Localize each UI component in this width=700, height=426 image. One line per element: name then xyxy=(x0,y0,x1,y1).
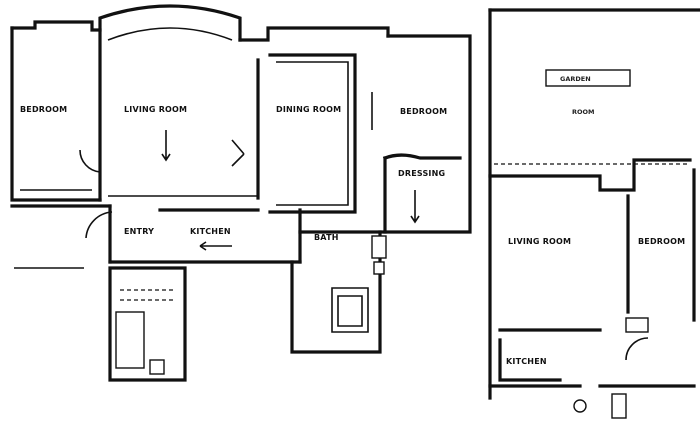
room-label-bath: BATH xyxy=(314,233,339,242)
room-label-dressing: DRESSING xyxy=(398,169,445,178)
apartment-top-wall xyxy=(488,158,692,192)
bath-toilet xyxy=(373,261,385,275)
service-block-wall xyxy=(108,266,187,382)
room-label-kitchen-2: KITCHEN xyxy=(506,357,547,366)
bath-tub-inner xyxy=(337,295,363,327)
living-room-bay-wall xyxy=(98,4,242,202)
room-label-garden-room: ROOM xyxy=(572,108,595,116)
service-sink xyxy=(149,359,165,375)
bath-2-toilet xyxy=(573,399,587,413)
room-label-dining-room: DINING ROOM xyxy=(276,105,341,114)
living-arrow xyxy=(161,130,171,162)
bedroom-2-vanity xyxy=(625,317,649,333)
bath-outer-wall xyxy=(290,230,382,354)
right-bedroom-wall xyxy=(378,34,472,234)
room-label-living-room-2: LIVING ROOM xyxy=(508,237,571,246)
left-bedroom-outer-wall xyxy=(10,26,102,202)
living-room-inner-line xyxy=(107,27,233,41)
bath-2-tub xyxy=(611,393,627,419)
living-door-swing xyxy=(79,149,101,173)
left-floor-plan: BEDROOM LIVING ROOM DINING ROOM BEDROOM … xyxy=(10,4,472,382)
garden-label-box xyxy=(545,69,631,87)
bath-tub xyxy=(331,287,369,333)
room-label-entry: ENTRY xyxy=(124,227,154,236)
dining-room-box xyxy=(268,53,357,214)
room-label-bedroom-left: BEDROOM xyxy=(20,105,67,114)
room-label-living-room: LIVING ROOM xyxy=(124,105,187,114)
left-bedroom-top-wall xyxy=(10,20,102,32)
dressing-arrow xyxy=(410,190,420,224)
dining-room-inner-line xyxy=(276,61,349,206)
room-label-bedroom-2: BEDROOM xyxy=(638,237,685,246)
living-room-right-wall xyxy=(238,26,390,42)
entry-door-swing xyxy=(85,211,113,239)
service-dashes xyxy=(120,289,175,301)
room-label-kitchen: KITCHEN xyxy=(190,227,231,236)
dressing-partition xyxy=(382,153,462,161)
dining-door-swing xyxy=(231,139,245,167)
service-tub xyxy=(115,311,145,369)
bath-2-door-swing xyxy=(625,337,649,361)
right-floor-plan: GARDEN ROOM LIVING ROOM BEDROOM KITCHEN xyxy=(488,8,700,419)
kitchen-arrow xyxy=(199,241,232,251)
room-label-bedroom-right: BEDROOM xyxy=(400,107,447,116)
kitchen-2-wall xyxy=(498,338,562,382)
garden-label-text: GARDEN xyxy=(560,75,591,83)
bath-sink xyxy=(371,235,387,259)
